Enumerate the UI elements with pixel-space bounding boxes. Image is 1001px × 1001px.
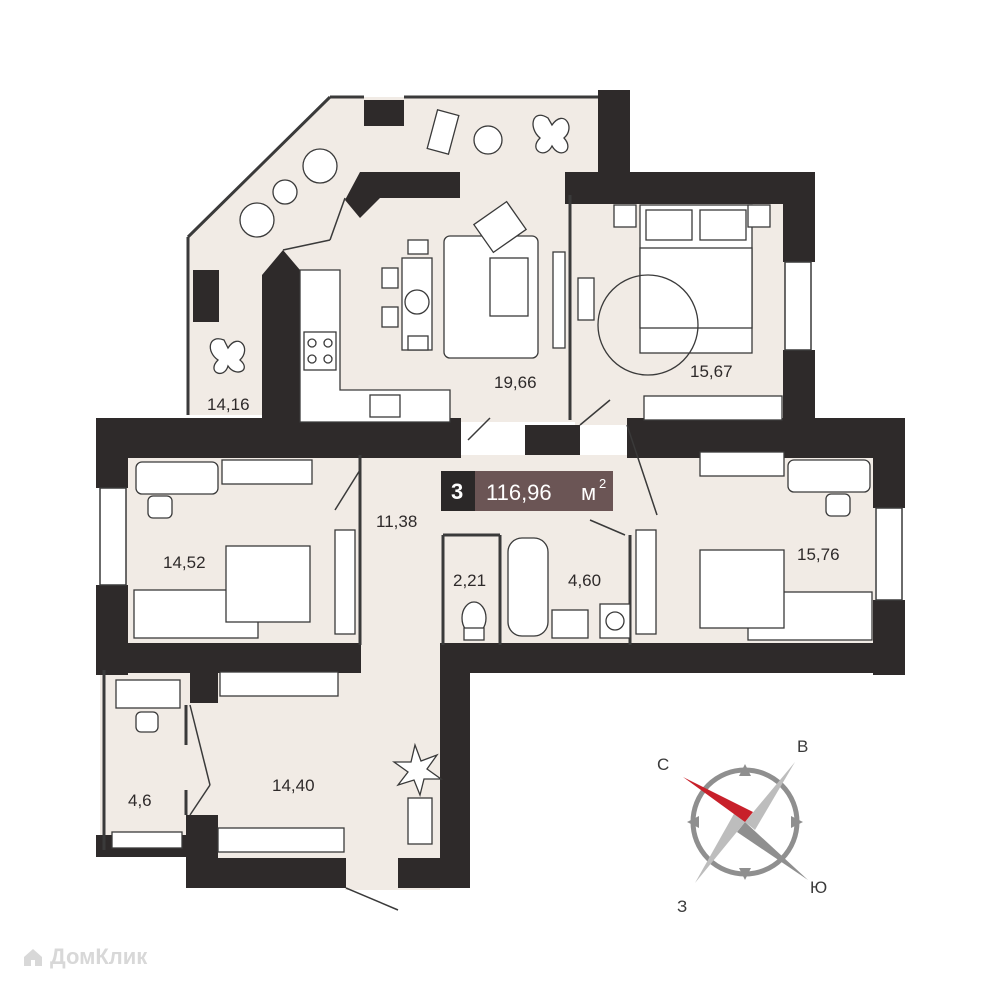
kitchen-counter xyxy=(299,269,451,423)
partitions xyxy=(102,95,632,850)
left-bedroom-furniture xyxy=(133,459,356,639)
balcony-furniture xyxy=(209,109,570,375)
compass-arm-nw xyxy=(683,777,753,822)
nightstand xyxy=(613,204,637,228)
wall-master-right xyxy=(783,172,815,262)
walls xyxy=(96,90,905,888)
badge-rooms-box xyxy=(441,471,475,511)
compass-arm-se xyxy=(737,822,808,880)
coffee-table-icon xyxy=(272,179,298,205)
area-label-bedroom-right: 15,76 xyxy=(797,545,840,564)
round-chair-icon xyxy=(302,148,338,184)
rooms-count: 3 xyxy=(451,479,463,504)
compass-arm-sw xyxy=(695,812,745,883)
bathtub-icon xyxy=(507,537,549,637)
shelf xyxy=(635,529,657,635)
corridor-fixtures xyxy=(111,671,444,853)
stove-icon xyxy=(303,331,337,371)
office-chair-icon xyxy=(825,493,851,517)
rug xyxy=(225,545,311,623)
area-unit: м xyxy=(581,480,596,505)
compass-tick-n xyxy=(739,764,751,776)
door-swings xyxy=(189,197,658,911)
desk-icon xyxy=(787,459,871,493)
wall-kitchen-top xyxy=(345,172,460,218)
wall-right-bottom xyxy=(440,643,905,673)
compass-tick-w xyxy=(687,816,699,828)
area-label-bedroom-left: 14,52 xyxy=(163,553,206,572)
armchair-icon xyxy=(472,200,528,254)
area-label-hall: 11,38 xyxy=(376,512,417,531)
wall-top-pillar xyxy=(364,100,404,126)
area-label-bathroom: 4,60 xyxy=(568,571,601,590)
master-bedroom-furniture xyxy=(577,204,783,421)
plant-icon xyxy=(532,114,570,154)
area-label-balcony-bottom: 4,6 xyxy=(128,791,152,810)
house-icon xyxy=(24,949,42,966)
desk-icon xyxy=(135,461,219,495)
decor-plant-icon xyxy=(391,742,444,798)
sink-icon xyxy=(551,609,589,639)
compass-tick-s xyxy=(739,868,751,880)
watermark-text: ДомКлик xyxy=(50,944,148,969)
badge-area-box xyxy=(475,471,613,511)
wall-balcony-pillar xyxy=(193,270,219,322)
dresser xyxy=(577,277,595,321)
area-label-wc: 2,21 xyxy=(453,571,486,590)
compass: С В Ю З xyxy=(657,737,827,916)
wardrobe-bar xyxy=(217,827,345,853)
wardrobe-bar xyxy=(219,671,339,697)
side-table-icon xyxy=(473,125,503,155)
area-labels: 14,16 19,66 15,67 14,52 11,38 2,21 4,60 … xyxy=(128,362,840,810)
wall-right-top xyxy=(627,418,905,458)
desk-icon xyxy=(115,679,181,709)
chair-icon xyxy=(381,267,399,289)
compass-east: В xyxy=(797,737,808,756)
closet-unit xyxy=(407,797,433,845)
windows xyxy=(99,261,903,601)
compass-south: Ю xyxy=(810,878,827,897)
wall-kitchen-left xyxy=(262,250,300,422)
wardrobe-bar xyxy=(643,395,783,421)
compass-west: З xyxy=(677,897,687,916)
wall-corridor-pillar xyxy=(190,673,218,703)
area-label-kitchen-living: 19,66 xyxy=(494,373,537,392)
wall-left-bottom xyxy=(96,643,361,673)
tv-stand xyxy=(552,251,566,349)
compass-arm-ne xyxy=(745,762,795,830)
wall-bottom-left xyxy=(186,858,346,888)
area-unit-power: 2 xyxy=(599,476,606,491)
wall-main-left-top xyxy=(96,418,461,458)
area-label-corridor: 14,40 xyxy=(272,776,315,795)
total-area: 116,96 xyxy=(486,480,552,505)
bathroom-fixtures xyxy=(461,537,631,641)
summary-badge: 3 116,96 м 2 xyxy=(441,471,613,511)
sink-icon xyxy=(369,394,401,418)
area-label-bedroom-master: 15,67 xyxy=(690,362,733,381)
compass-tick-e xyxy=(791,816,803,828)
wall-master-top xyxy=(565,172,815,204)
shelf xyxy=(334,529,356,635)
wall-center-pillar xyxy=(525,425,580,455)
compass-north: С xyxy=(657,755,669,774)
desk-icon xyxy=(426,109,460,155)
balcony-shelf xyxy=(111,831,183,849)
wardrobe-bar xyxy=(221,459,313,485)
office-chair-icon xyxy=(135,711,159,733)
wall-bottom-right-pillar xyxy=(398,858,470,888)
kitchen-furniture xyxy=(299,200,566,423)
wall-left-outer xyxy=(96,418,128,488)
wardrobe-bar xyxy=(699,451,785,477)
wall-right-outer xyxy=(873,418,905,508)
right-bedroom-furniture xyxy=(635,451,873,641)
rug xyxy=(699,549,785,629)
watermark: ДомКлик xyxy=(22,944,147,970)
area-label-balcony-top: 14,16 xyxy=(207,395,250,414)
wall-master-right-lower xyxy=(783,350,815,425)
office-chair-icon xyxy=(147,495,173,519)
rug xyxy=(597,274,699,376)
wall-hall-right xyxy=(440,643,470,888)
